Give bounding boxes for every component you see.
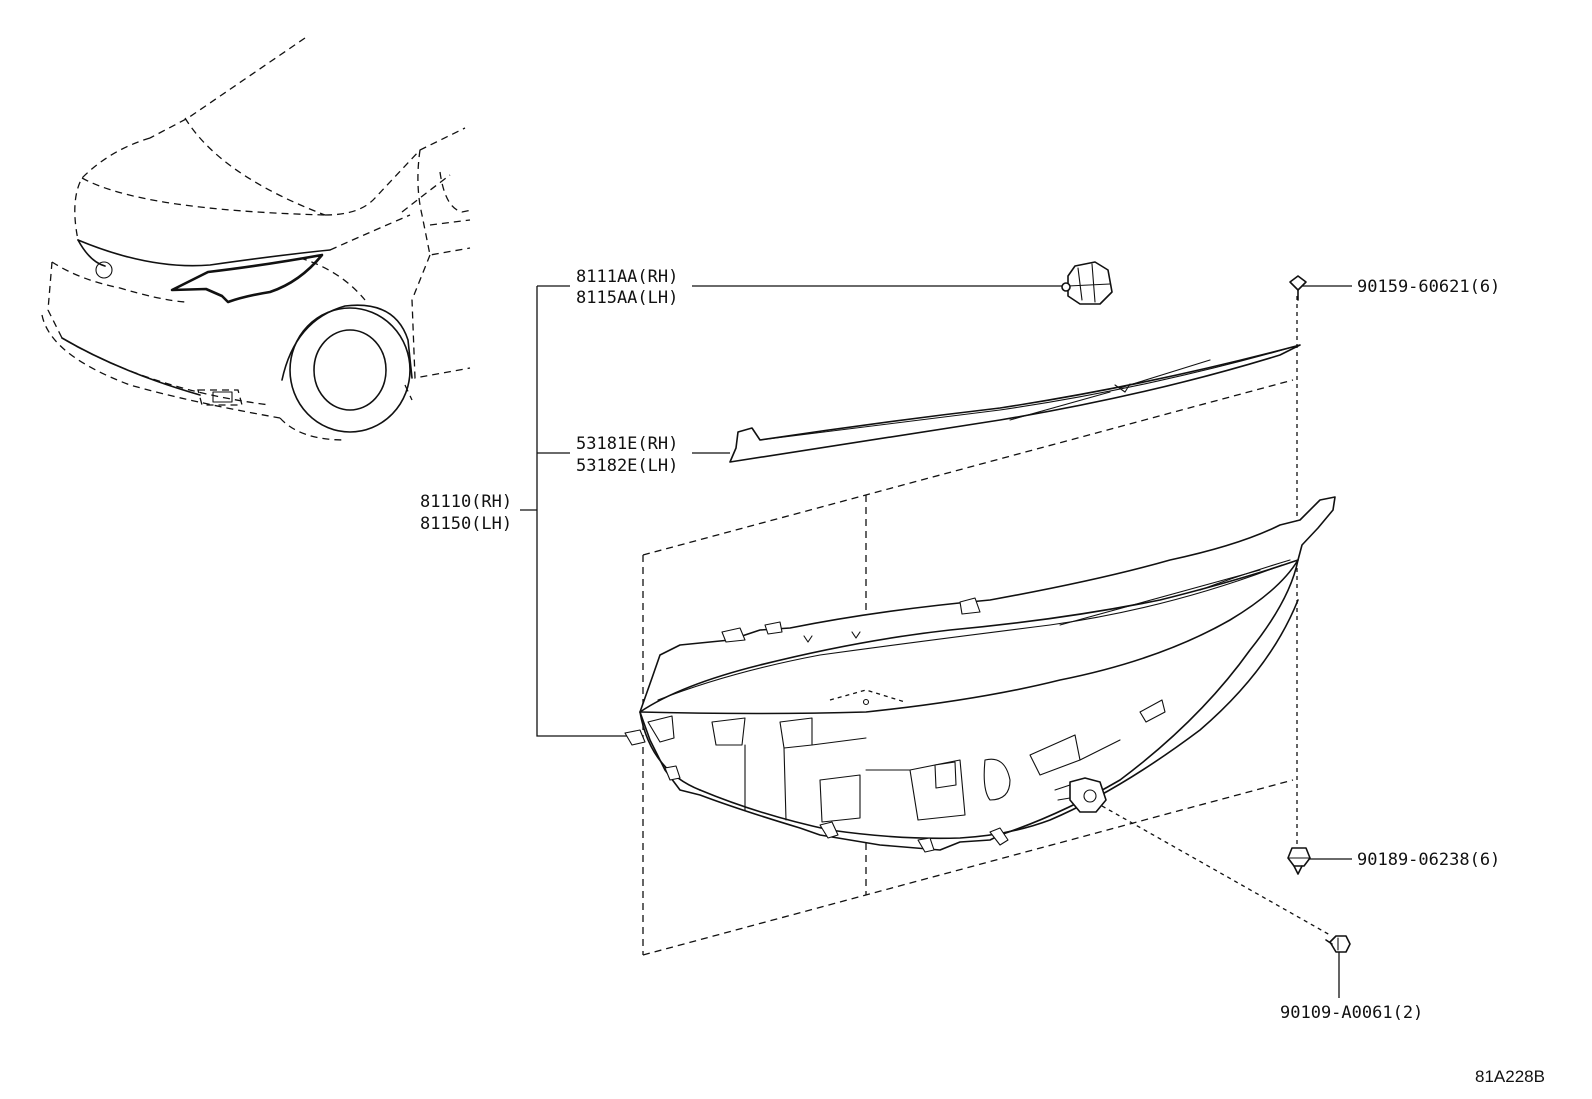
label-bulb-rh: 8111AA(RH) [576, 267, 678, 287]
label-clip-lower: 90189-06238(6) [1357, 850, 1500, 870]
headlamp-seal-part [729, 344, 1301, 463]
label-bolt: 90109-A0061(2) [1280, 1003, 1423, 1023]
label-bulb-lh: 8115AA(LH) [576, 288, 678, 308]
vehicle-front-view [41, 37, 473, 441]
label-clip-upper: 90159-60621(6) [1357, 277, 1500, 297]
clip-lower-part [1287, 847, 1311, 875]
headlamp-assembly-part [624, 496, 1336, 853]
bolt-part [1325, 935, 1351, 953]
leader-lines [520, 285, 1352, 998]
exploded-view-guides [642, 296, 1331, 956]
label-headlamp-rh: 81110(RH) [420, 492, 512, 512]
label-seal-rh: 53181E(RH) [576, 434, 678, 454]
label-seal-lh: 53182E(LH) [576, 456, 678, 476]
part-labels: 8111AA(RH) 8115AA(LH) 53181E(RH) 53182E(… [420, 267, 1545, 1086]
diagram-reference-code: 81A228B [1475, 1067, 1545, 1086]
bulb-socket-part [1061, 261, 1113, 305]
label-headlamp-lh: 81150(LH) [420, 514, 512, 534]
clip-upper-part [1289, 275, 1307, 301]
